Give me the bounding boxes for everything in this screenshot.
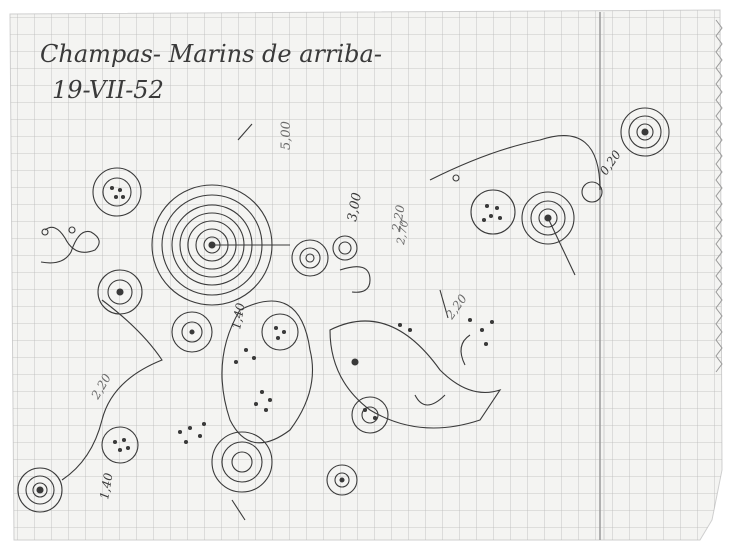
heading-date: 19-VII-52 — [52, 76, 164, 104]
heading-title: Champas- Marins de arriba- — [40, 40, 382, 68]
measure-5: 5,00 — [279, 121, 294, 150]
